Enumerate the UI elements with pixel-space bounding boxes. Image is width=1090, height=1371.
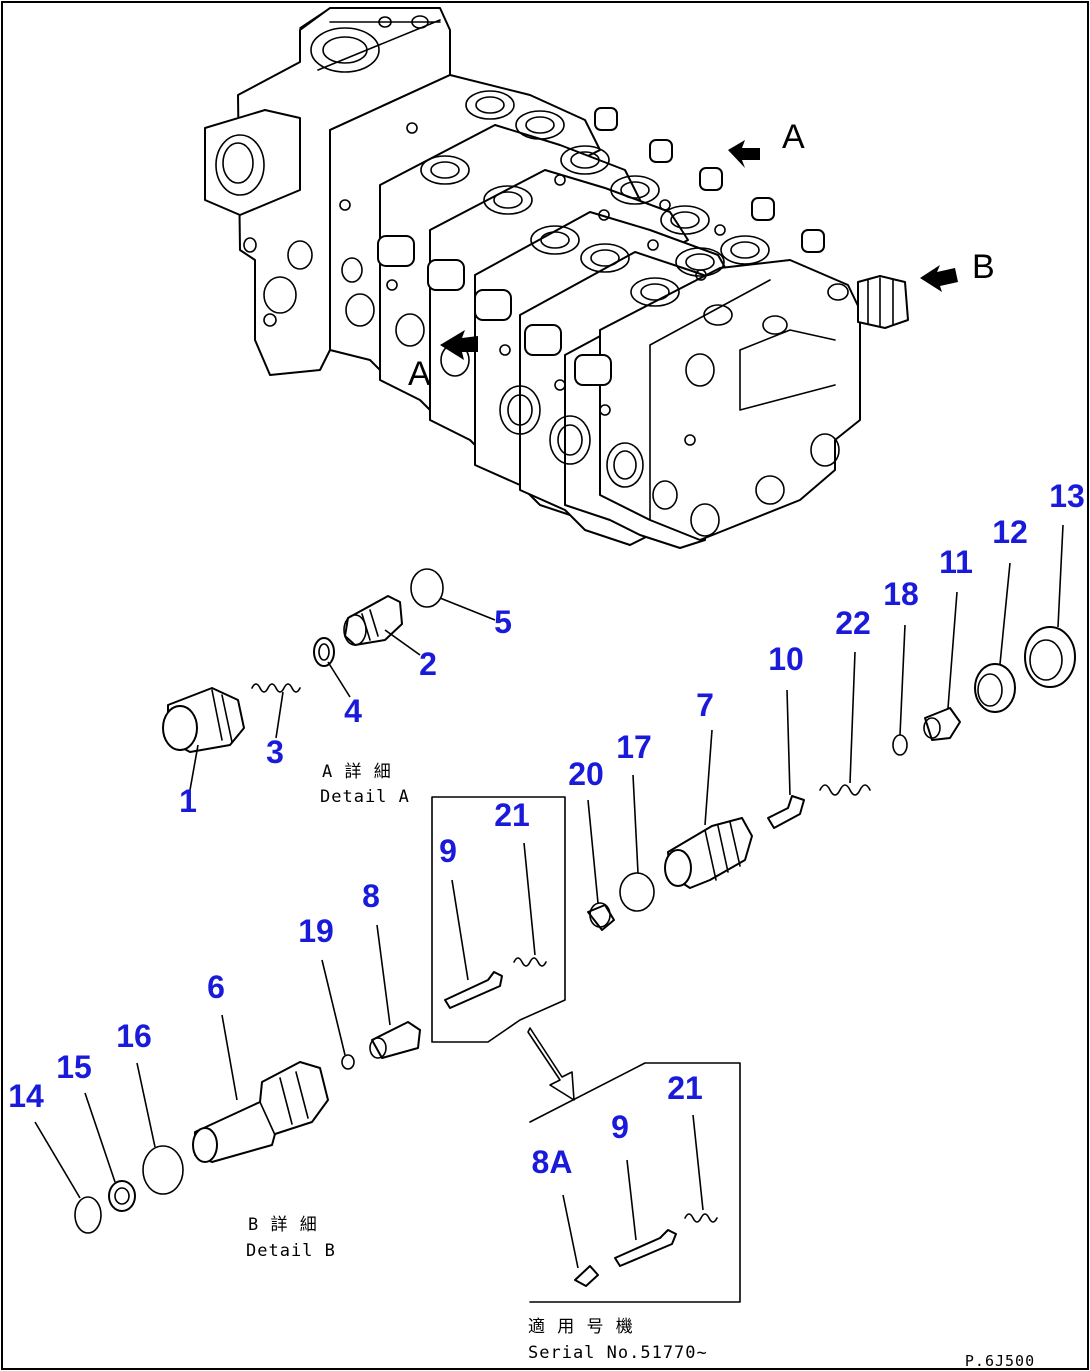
arrow-b: B xyxy=(920,248,995,292)
callout-17: 17 xyxy=(616,729,652,765)
callout-1: 1 xyxy=(179,783,197,819)
arrow-label-a-side: A xyxy=(408,355,431,393)
leader-lines xyxy=(34,524,1064,1269)
arrow-to-serial-inset xyxy=(527,1027,575,1101)
callout-15: 15 xyxy=(56,1049,92,1085)
drawing-code: P.6J500 xyxy=(965,1352,1035,1370)
callout-21: 21 xyxy=(494,797,530,833)
arrow-label-a-top: A xyxy=(782,118,805,156)
callout-9: 9 xyxy=(439,833,457,869)
callout-20: 20 xyxy=(568,756,604,792)
detail-a-caption-jp: A 詳 細 xyxy=(322,762,392,782)
callout-numbers: 1 2 3 4 5 6 7 8 8A 9 9 10 11 12 13 14 15… xyxy=(8,478,1085,1180)
callout-18: 18 xyxy=(883,576,919,612)
inset-box-serial xyxy=(529,1062,741,1303)
arrow-a-top: A xyxy=(728,118,805,168)
control-valve-assembly xyxy=(204,7,909,549)
detail-b-parts xyxy=(74,626,1076,1234)
callout-14: 14 xyxy=(8,1078,44,1114)
arrow-a-side: A xyxy=(408,330,478,393)
callout-8a: 8A xyxy=(532,1144,573,1180)
callout-4: 4 xyxy=(344,693,362,729)
inset-box-variant xyxy=(431,796,566,1043)
callout-13: 13 xyxy=(1049,478,1085,514)
detail-b-caption-jp: B 詳 細 xyxy=(248,1215,318,1235)
callout-12: 12 xyxy=(992,514,1028,550)
callout-10: 10 xyxy=(768,641,804,677)
callout-8: 8 xyxy=(362,878,380,914)
callout-11: 11 xyxy=(939,544,973,580)
arrow-label-b: B xyxy=(972,248,995,286)
callout-9-serial: 9 xyxy=(611,1109,629,1145)
callout-3: 3 xyxy=(266,734,284,770)
detail-a-parts xyxy=(162,568,444,753)
callout-16: 16 xyxy=(116,1018,152,1054)
callout-2: 2 xyxy=(419,646,437,682)
captions: A 詳 細 Detail A B 詳 細 Detail B 適 用 号 機 Se… xyxy=(246,762,1035,1370)
detail-b-caption-en: Detail B xyxy=(246,1241,336,1261)
callout-7: 7 xyxy=(696,687,714,723)
callout-22: 22 xyxy=(835,605,871,641)
callout-19: 19 xyxy=(298,913,334,949)
serial-caption-jp: 適 用 号 機 xyxy=(528,1317,634,1337)
callout-6: 6 xyxy=(207,969,225,1005)
callout-21-serial: 21 xyxy=(667,1070,703,1106)
serial-caption-en: Serial No.51770~ xyxy=(528,1343,708,1363)
callout-5: 5 xyxy=(494,604,512,640)
detail-a-caption-en: Detail A xyxy=(320,787,410,807)
